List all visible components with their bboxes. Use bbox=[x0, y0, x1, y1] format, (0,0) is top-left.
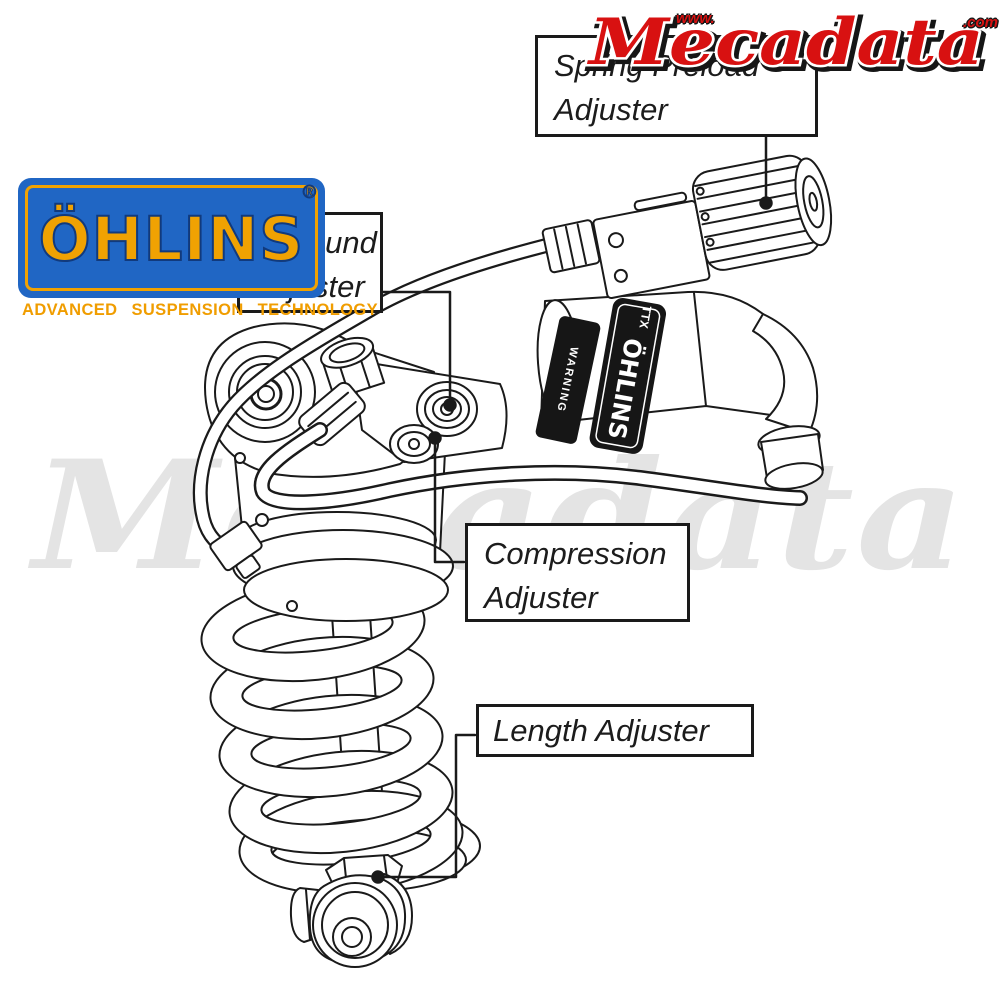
leader-dot-compression bbox=[428, 431, 442, 445]
mecadata-com-suffix: .com bbox=[962, 14, 998, 31]
spring-preload-adjuster-unit bbox=[592, 154, 833, 300]
label-length-adjuster: Length Adjuster bbox=[476, 704, 754, 757]
leader-compression bbox=[433, 441, 466, 564]
reservoir: WARNING TTX ÖHLINS bbox=[535, 290, 804, 454]
leader-length bbox=[381, 733, 477, 879]
label-line: Compression bbox=[484, 536, 667, 571]
mecadata-logo-outline: Mecadata bbox=[587, 4, 991, 87]
label-compression-adjuster: Compression Adjuster bbox=[465, 523, 690, 622]
warning-label bbox=[535, 316, 601, 444]
preload-hose bbox=[192, 219, 601, 579]
leader-dot-length bbox=[371, 870, 385, 884]
bottom-eyelet bbox=[289, 873, 413, 968]
label-spring-preload-adjuster: Spring Preload Adjuster bbox=[535, 35, 818, 137]
preload-hose-top-fitting bbox=[541, 219, 601, 274]
preload-collar bbox=[232, 529, 454, 622]
label-line: Length Adjuster bbox=[493, 712, 710, 748]
reservoir-hose bbox=[253, 422, 808, 511]
leader-rebound bbox=[381, 290, 452, 403]
top-assembly bbox=[204, 322, 508, 478]
mecadata-www-prefix: www. bbox=[676, 10, 715, 27]
ohlins-tagline: ADVANCED SUSPENSION TECHNOLOGY bbox=[22, 301, 379, 319]
reservoir-sticker bbox=[589, 298, 667, 454]
registered-trademark-symbol: ® bbox=[302, 182, 316, 203]
mecadata-logo-rim: Mecadata bbox=[586, 3, 986, 83]
preload-knob bbox=[691, 154, 833, 271]
compression-adjuster-knob bbox=[389, 424, 439, 464]
preload-hose-end-fitting bbox=[209, 520, 263, 579]
mecadata-logo: Mecadata Mecadata Mecadata www. .com bbox=[586, 2, 1000, 88]
label-line: Adjuster bbox=[554, 92, 668, 127]
reservoir-elbow bbox=[752, 313, 824, 490]
leader-lines bbox=[371, 135, 773, 884]
label-line: Spring Preload bbox=[554, 48, 760, 83]
ohlins-logo: ÖHLINS ® bbox=[18, 178, 325, 298]
sticker-ttx-text: TTX bbox=[636, 305, 654, 330]
ohlins-logo-text: ÖHLINS bbox=[38, 203, 305, 276]
mecadata-logo-text: Mecadata bbox=[589, 5, 984, 80]
leader-dot-spring-preload bbox=[759, 196, 773, 210]
label-line: Adjuster bbox=[484, 580, 598, 615]
leader-dot-rebound bbox=[443, 398, 457, 412]
ohlins-logo-border: ÖHLINS bbox=[25, 185, 318, 291]
coil-spring bbox=[200, 577, 464, 895]
